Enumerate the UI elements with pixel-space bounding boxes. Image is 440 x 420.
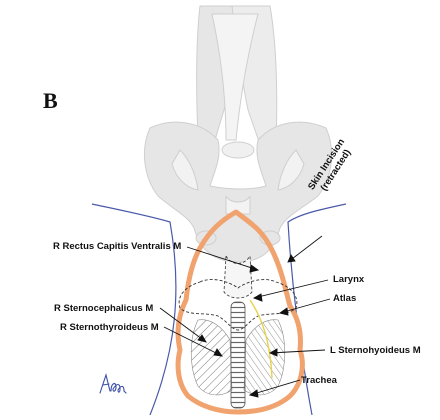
larynx-outline — [223, 254, 253, 299]
skin-incision-outline — [175, 209, 305, 415]
label-l-sternohyoideus: L Sternohyoideus M — [330, 345, 421, 356]
label-trachea: Trachea — [301, 375, 337, 386]
panel-letter: B — [43, 88, 58, 113]
label-larynx: Larynx — [333, 274, 365, 285]
label-atlas: Atlas — [333, 293, 357, 304]
skull — [144, 5, 332, 263]
label-r-sternothyroideus: R Sternothyroideus M — [60, 322, 159, 333]
right-sternocephalicus-region — [190, 319, 233, 396]
label-r-sternocephalicus: R Sternocephalicus M — [54, 303, 154, 314]
atlas-outline — [178, 279, 298, 331]
sternohyoideus-highlight — [249, 299, 273, 379]
left-sternocephalicus-region — [243, 319, 286, 396]
label-r-rectus-capitis: R Rectus Capitis Ventralis M — [53, 241, 182, 252]
left-neck-outline — [91, 203, 177, 416]
leader-lines — [159, 235, 331, 398]
signature-mark — [99, 373, 127, 394]
trachea-shape — [230, 301, 246, 409]
